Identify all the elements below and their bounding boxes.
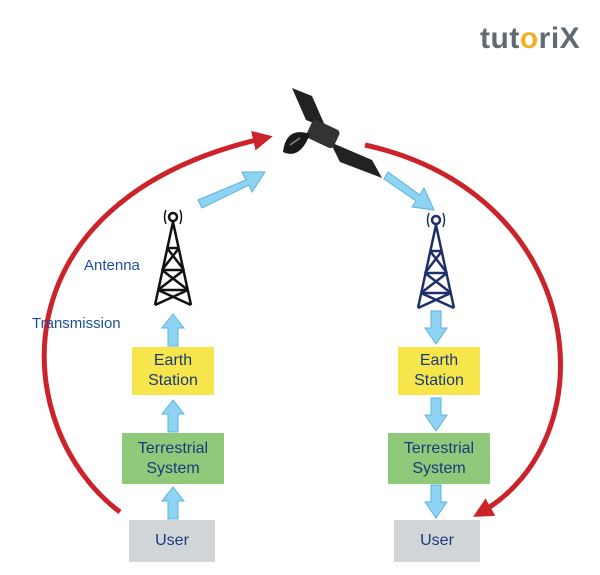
- right-earth-station: Earth Station: [398, 347, 480, 395]
- terrestrial-line2: System: [412, 459, 466, 477]
- terrestrial-line1: Terrestrial: [403, 439, 475, 457]
- earth-station-line2: Station: [148, 372, 198, 389]
- earth-station-line1: Earth: [153, 352, 193, 369]
- user-label: User: [155, 532, 189, 549]
- antenna-tower-icon: [416, 212, 456, 310]
- earth-station-line1: Earth: [419, 352, 459, 369]
- terrestrial-line2: System: [146, 459, 200, 477]
- user-label: User: [420, 532, 454, 549]
- downlink-flow-arrow: [383, 171, 435, 211]
- earth-station-line2: Station: [414, 372, 464, 389]
- satellite-icon: [283, 88, 382, 178]
- flow-arrow-down: [424, 397, 448, 432]
- left-earth-station: Earth Station: [132, 347, 214, 395]
- flow-arrow-up: [160, 399, 186, 433]
- terrestrial-line1: Terrestrial: [137, 439, 209, 457]
- flow-arrow-down: [424, 310, 448, 345]
- tutorix-logo: tutoriX: [480, 22, 581, 55]
- uplink-loop-arrow: [41, 130, 273, 515]
- uplink-flow-arrow: [197, 171, 266, 209]
- left-user: User: [129, 520, 215, 562]
- flow-arrow-up: [160, 313, 186, 347]
- transmission-label: Transmission: [32, 315, 121, 332]
- flow-arrow-up: [160, 486, 186, 520]
- antenna-tower-icon: [153, 209, 193, 307]
- antenna-label: Antenna: [84, 257, 140, 274]
- flow-arrow-down: [424, 484, 448, 519]
- right-user: User: [394, 520, 480, 562]
- downlink-loop-arrow: [364, 142, 563, 517]
- left-terrestrial-system: Terrestrial System: [122, 433, 224, 484]
- right-terrestrial-system: Terrestrial System: [388, 433, 490, 484]
